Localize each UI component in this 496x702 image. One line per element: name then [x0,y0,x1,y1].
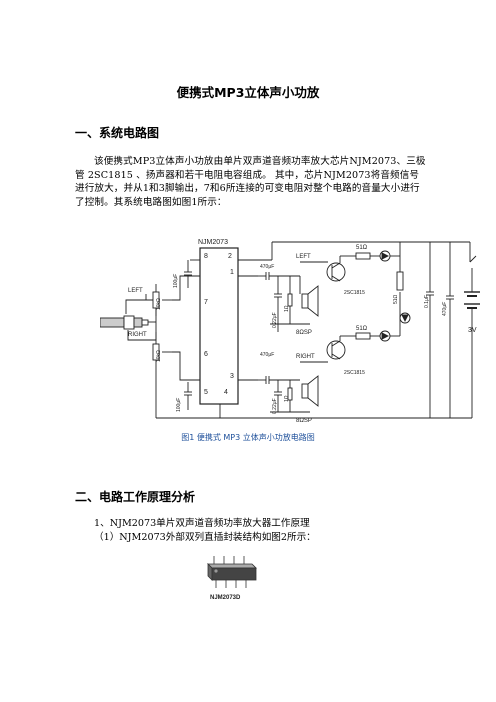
label-cap470-top: 470μF [260,264,274,270]
label-cap100-left: 100μF [173,274,179,288]
headphone-jack-icon [99,315,156,330]
pin-5: 5 [204,389,208,396]
speaker-bottom-icon [301,375,319,407]
intro-paragraph: 该便携式MP3立体声小功放由单片双声道音频功率放大芯片NJM2073、三极管 2… [75,156,426,208]
speaker-top-icon [301,285,319,317]
pin-3: 3 [230,373,234,380]
pot-left [152,291,160,309]
label-cap01: 0.1μF [424,295,430,308]
label-res1-bottom: 1Ω [284,395,290,402]
label-cap022-bottom: 0.22μF [272,398,278,414]
label-trans-bottom: 2SC1815 [344,370,365,376]
label-out-left: LEFT [296,254,311,260]
transistor-top-icon [326,262,346,282]
label-spk-top: 8ΩSP [296,330,312,336]
pin-8: 8 [204,253,208,260]
section-heading-1: 一、系统电路图 [75,126,160,140]
label-left-in: LEFT [128,288,143,294]
label-cap470-side: 470μF [442,302,448,316]
label-out-right: RIGHT [296,354,315,360]
pin-6: 6 [204,351,208,358]
dip8-chip-icon [207,556,257,588]
label-trans-top: 2SC1815 [344,290,365,296]
label-pot-right: 10kΩ [156,350,162,362]
label-cap022-top: 0.22μF [272,312,278,328]
battery-icon [464,291,480,309]
pin-2: 2 [228,253,232,260]
label-cap100-right: 100μF [176,398,182,412]
figure1-caption: 图1 便携式 MP3 立体声小功放电路图 [181,433,315,442]
pot-right [152,343,160,361]
label-spk-bottom: 8ΩSP [296,418,312,424]
dip-chip-figure: NJM2073D [204,552,260,606]
label-res51-bottom: 51Ω [356,326,368,332]
led-bottom-icon [379,330,391,342]
label-cap470-bottom: 470μF [260,352,274,358]
chip-name: NJM2073 [198,239,228,246]
label-battery: 3V [468,327,477,334]
led-top-icon [379,250,391,262]
label-res51-vert: 51Ω [393,294,399,304]
switch-icon [469,255,477,263]
chip-label: NJM2073D [210,595,241,601]
chip-body [199,247,239,405]
transistor-bottom-icon [326,340,346,360]
pin-4: 4 [224,389,228,396]
item-heading-1: 1、NJM2073单片双声道音频功率放大器工作原理 [94,518,310,529]
label-res1-top: 1Ω [284,305,290,312]
label-right-in: RIGHT [128,332,147,338]
label-pot-left: 10kΩ [156,298,162,310]
circuit-schematic: LEFT RIGHT 10kΩ 10kΩ 100μF 100μF NJM2073… [99,232,490,432]
pin-1: 1 [230,269,234,276]
label-res51-top: 51Ω [356,245,368,251]
section-heading-2: 二、电路工作原理分析 [75,490,196,504]
led-side-icon [399,312,411,324]
pin-7: 7 [204,299,208,306]
item-subheading-1: （1）NJM2073外部双列直插封装结构如图2所示： [94,532,316,543]
document-title: 便携式MP3立体声小功放 [176,85,320,100]
